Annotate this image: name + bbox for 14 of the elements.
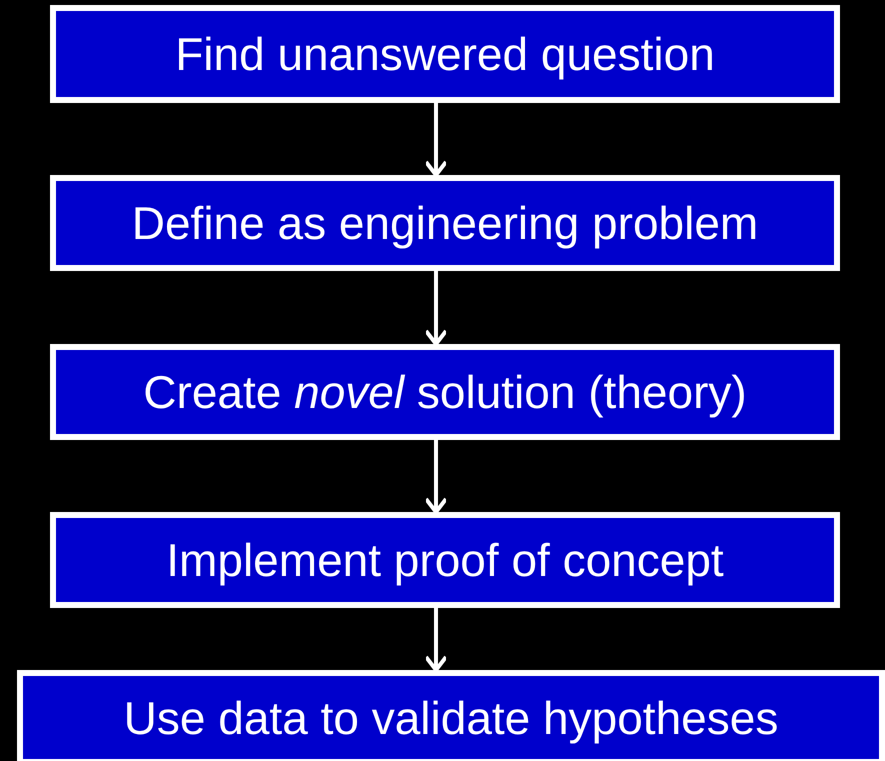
process-box <box>50 512 840 608</box>
step-text: Use data to validate hypotheses <box>124 690 778 744</box>
step-text: Implement proof of concept <box>166 533 724 587</box>
process-box <box>50 344 840 440</box>
arrow <box>424 608 448 672</box>
process-box <box>50 175 840 271</box>
process-box <box>50 5 840 103</box>
arrow <box>424 271 448 346</box>
step-text: Create novel solution (theory) <box>143 365 747 419</box>
step-text: Define as engineering problem <box>132 196 758 250</box>
arrow <box>424 103 448 177</box>
process-box <box>17 670 885 761</box>
arrow <box>424 440 448 514</box>
step-text: Find unanswered question <box>175 27 715 81</box>
